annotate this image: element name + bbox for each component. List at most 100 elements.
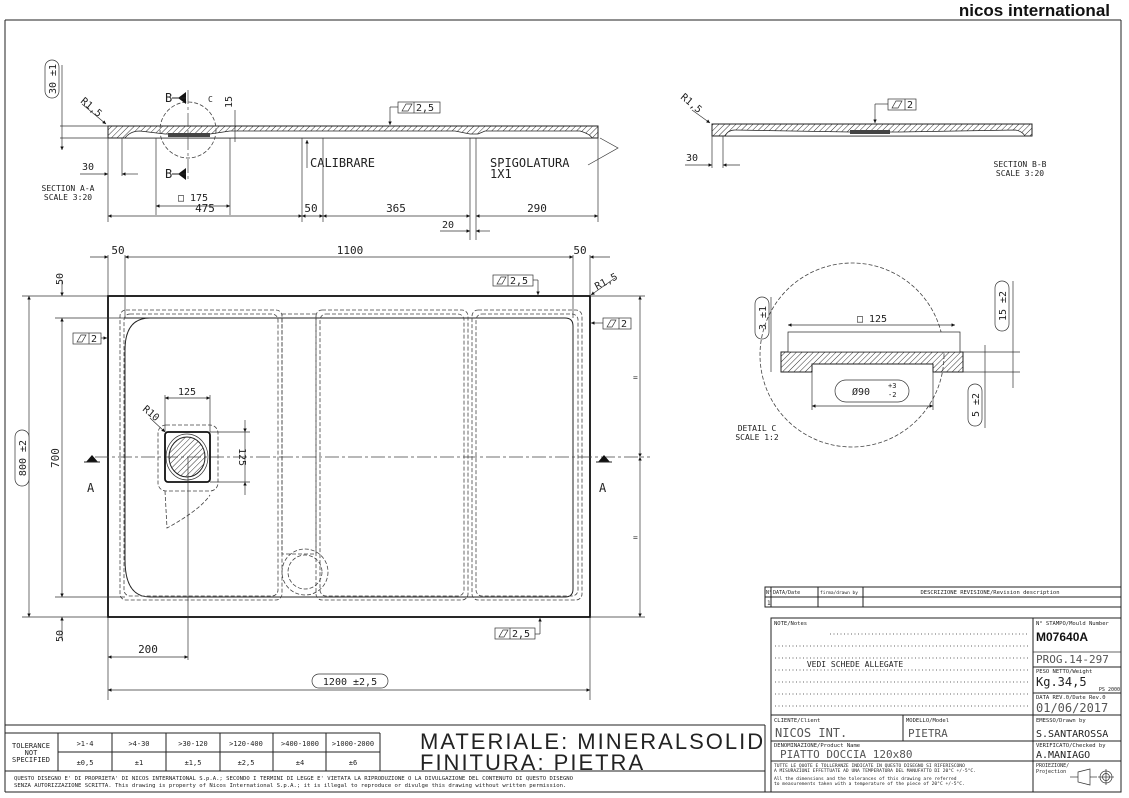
plan-margin-left: 50 <box>111 244 124 257</box>
plan-view: A A 1100 50 50 800 ±2 700 50 50 = = 2,5 <box>14 244 650 700</box>
flatness-right: 2 <box>621 319 627 330</box>
section-a-mark-left: A <box>87 481 95 495</box>
notes-label: NOTE/Notes <box>774 621 807 627</box>
plan-width: 1200 ±2,5 <box>323 677 377 688</box>
chamfer-label: SPIGOLATURA <box>490 156 570 170</box>
product-label: DENOMINAZIONE/Product Name <box>774 743 860 749</box>
detail-depth2: 15 ±2 <box>998 291 1009 321</box>
detail-tol-minus: -2 <box>888 391 896 399</box>
weight-label: PESO NETTO/Weight <box>1036 669 1092 675</box>
depth-dim: 15 <box>224 96 235 108</box>
rev-row-no: 1 <box>767 600 771 607</box>
copyright-line-1: QUESTO DISEGNO E' DI PROPRIETA' DI NICOS… <box>14 776 574 782</box>
section-aa-scale: SCALE 3:20 <box>44 193 92 202</box>
edge-offset-bb: 30 <box>686 153 698 164</box>
detail-c-scale: SCALE 1:2 <box>735 433 779 442</box>
detail-depth3: 5 ±2 <box>971 393 982 417</box>
plan-radius: R1,5 <box>593 272 619 293</box>
rev-col-date: DATA/Date <box>773 590 800 596</box>
section-aa-title: SECTION A-A <box>42 184 95 193</box>
temp-note-4: to measurements taken with a temperature… <box>774 781 965 787</box>
detail-diameter: Ø90 <box>852 386 870 398</box>
revision-table: N° DATA/Date firma/drawn by DESCRIZIONE … <box>764 586 1122 608</box>
section-bb: R1,5 2 30 SECTION B-B SCALE 3:20 <box>678 92 1047 178</box>
calibrate-label: CALIBRARE <box>310 156 375 170</box>
finish-label: FINITURA: PIETRA <box>420 750 645 775</box>
value-cell: ±0,5 <box>77 759 94 767</box>
title-block: NOTE/Notes VEDI SCHEDE ALLEGATE N° STAMP… <box>770 617 1122 793</box>
product-value: PIATTO DOCCIA 120x80 <box>780 748 912 761</box>
section-b-mark-bottom: B <box>165 167 172 181</box>
flatness-bottom: 2,5 <box>512 629 530 640</box>
client-label: CLIENTE/Client <box>774 718 820 724</box>
drain-square-dim: □ 175 <box>178 193 208 204</box>
value-cell: ±1 <box>135 759 143 767</box>
value-cell: ±4 <box>296 759 304 767</box>
checked-value: A.MANIAGO <box>1036 750 1090 761</box>
date-value: 01/06/2017 <box>1036 701 1108 715</box>
client-value: NICOS INT. <box>775 726 847 740</box>
plan-margin-right: 50 <box>573 244 586 257</box>
section-b-mark-top: B <box>165 91 172 105</box>
prog-number: PROG.14-297 <box>1036 653 1109 666</box>
drawn-value: S.SANTAROSSA <box>1036 729 1108 740</box>
model-label: MODELLO/Model <box>906 718 949 724</box>
tolerance-label-3: SPECIFIED <box>12 756 50 764</box>
range-cell: >400-1000 <box>281 740 319 748</box>
material-label: MATERIALE: MINERALSOLID <box>420 729 765 754</box>
drain-radius: R10 <box>140 404 161 424</box>
range-cell: >1-4 <box>77 740 94 748</box>
radius-bb: R1,5 <box>678 92 704 116</box>
dim-290: 290 <box>527 202 547 215</box>
copyright-line-2: SENZA AUTORIZZAZIONE SCRITTA. This drawi… <box>14 783 566 789</box>
plan-inner-height: 700 <box>49 448 62 468</box>
plan-inner-width: 1100 <box>337 244 364 257</box>
flatness-left: 2 <box>91 334 97 345</box>
dim-50: 50 <box>304 202 317 215</box>
weight-value: Kg.34,5 <box>1036 675 1087 689</box>
range-cell: >1000-2000 <box>332 740 374 748</box>
detail-c-mark: C <box>208 95 213 104</box>
rev-col-by: firma/drawn by <box>820 590 858 596</box>
chamfer-size: 1X1 <box>490 167 512 181</box>
flatness-bb: 2 <box>907 100 913 111</box>
value-cell: ±6 <box>349 759 357 767</box>
range-cell: >30-120 <box>178 740 208 748</box>
detail-depth1: 3 ±1 <box>758 306 769 330</box>
equal-mark-bottom: = <box>633 533 638 542</box>
drain-width: 125 <box>178 387 196 398</box>
rev-col-desc: DESCRIZIONE REVISIONE/Revision descripti… <box>920 590 1059 596</box>
plan-margin-bottom: 50 <box>55 630 66 642</box>
projection-label-2: Projection <box>1036 769 1066 775</box>
tolerance-table: TOLERANCE NOT SPECIFIED >1-4 >4-30 >30-1… <box>5 724 766 792</box>
dim-475: 475 <box>195 202 215 215</box>
detail-c: □ 125 Ø90 +3 -2 3 ±1 15 ±2 5 ±2 DETAIL C… <box>735 262 1020 448</box>
flatness-top: 2,5 <box>510 276 528 287</box>
section-a-mark-right: A <box>599 481 607 495</box>
section-bb-title: SECTION B-B <box>994 160 1047 169</box>
detail-tol-plus: +3 <box>888 382 896 390</box>
plan-margin-top: 50 <box>55 273 66 285</box>
projection-label-1: PROIEZIONE/ <box>1036 763 1069 769</box>
section-bb-scale: SCALE 3:20 <box>996 169 1044 178</box>
date-label: DATA REV.0/Date Rev.0 <box>1036 695 1106 701</box>
range-cell: >4-30 <box>128 740 149 748</box>
brand-logo: nicos international <box>959 1 1110 20</box>
value-cell: ±1,5 <box>185 759 202 767</box>
gap-dim: 20 <box>442 220 454 231</box>
thickness-dim: 30 ±1 <box>48 64 59 94</box>
ps-code: PS 2000 <box>1099 687 1120 693</box>
temp-note-3: All the dimensions and the tolerances of… <box>774 776 957 782</box>
range-cell: >120-400 <box>229 740 263 748</box>
temp-note-2: A MISURAZIONI EFFETTUATE AD UNA TEMPERAT… <box>774 768 976 774</box>
plan-height: 800 ±2 <box>18 440 29 476</box>
section-aa: B B C 30 ±1 R1,5 15 2,5 30 SECTION A-A S… <box>42 59 619 240</box>
detail-square-dim: □ 125 <box>857 314 887 325</box>
rev-col-no: N° <box>766 590 772 596</box>
mould-label: N° STAMPO/Mould Number <box>1036 621 1110 627</box>
model-value: PIETRA <box>908 727 948 740</box>
notes-text: VEDI SCHEDE ALLEGATE <box>807 660 904 669</box>
value-cell: ±2,5 <box>238 759 255 767</box>
detail-c-title: DETAIL C <box>738 424 777 433</box>
